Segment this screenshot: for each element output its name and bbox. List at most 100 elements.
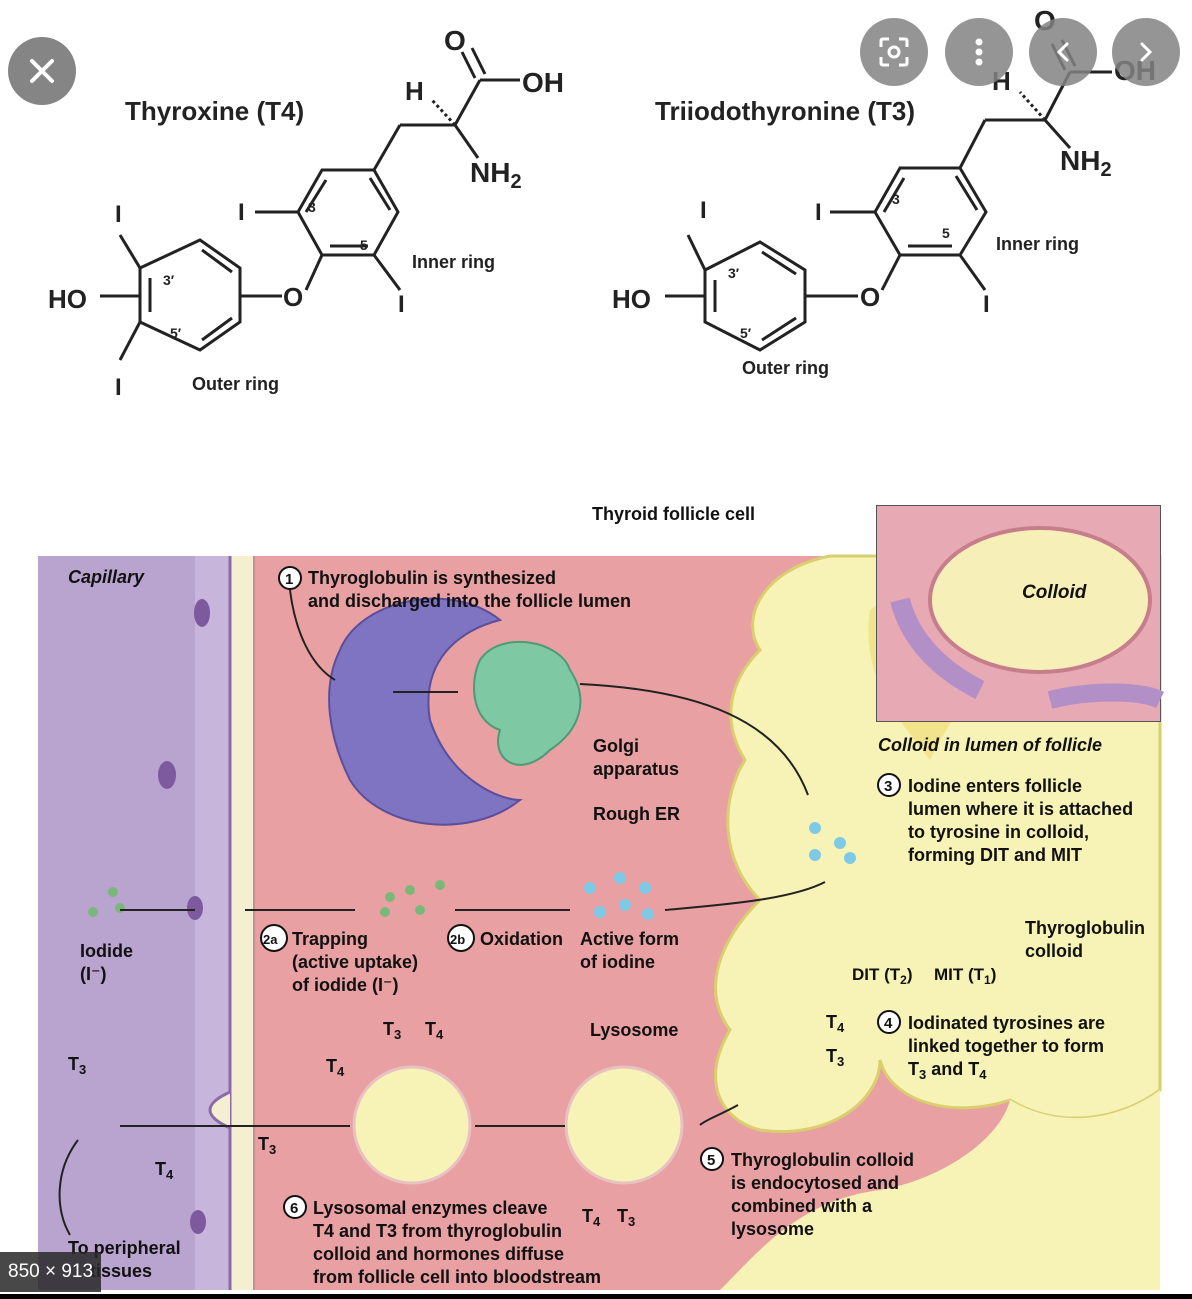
t4-pos5p: 5′ xyxy=(170,325,182,341)
step5-badge: 5 xyxy=(707,1152,715,1169)
step6-line3: colloid and hormones diffuse xyxy=(313,1244,564,1264)
label-rough-er: Rough ER xyxy=(593,804,680,824)
t3-title: Triiodothyronine (T3) xyxy=(655,96,915,126)
t4-iodine-bottom: I xyxy=(115,374,122,401)
step-number-badges: 1 2a 2b 3 4 5 6 xyxy=(260,566,901,1219)
step5-line3: combined with a xyxy=(731,1196,873,1216)
t3-pos5p: 5′ xyxy=(740,325,752,341)
step5-line2: is endocytosed and xyxy=(731,1173,899,1193)
step4-badge: 4 xyxy=(884,1015,893,1032)
t3-pos3: 3 xyxy=(892,191,900,207)
follicle-diagram: Thyroid follicle cell Colloid Colloid in… xyxy=(38,504,1165,1290)
chevron-right-icon xyxy=(1140,42,1153,62)
step4-line2: linked together to form xyxy=(908,1036,1104,1056)
t4-ether-o: O xyxy=(283,282,303,312)
label-colloid: Colloid xyxy=(1022,582,1087,603)
label-t4-cell: T4 xyxy=(326,1056,345,1079)
step1-line2: and discharged into the follicle lumen xyxy=(308,591,631,611)
next-image-button[interactable] xyxy=(1112,18,1180,86)
label-t4-colloid: T4 xyxy=(826,1012,845,1035)
step6-badge: 6 xyxy=(290,1200,298,1217)
iodide-dots xyxy=(88,880,445,917)
step4-line1: Iodinated tyrosines are xyxy=(908,1013,1105,1033)
more-options-button[interactable] xyxy=(945,18,1013,86)
dit-label: DIT (T2) xyxy=(852,965,913,987)
lens-search-button[interactable] xyxy=(860,18,928,86)
step6-line1: Lysosomal enzymes cleave xyxy=(313,1198,547,1218)
active-form-1: Active form xyxy=(580,929,679,949)
label-lysosome: Lysosome xyxy=(590,1020,678,1040)
more-vertical-icon xyxy=(975,38,983,66)
t4-carbonyl-o: O xyxy=(444,25,466,56)
t4-h: H xyxy=(405,76,424,106)
active-iodine-dots xyxy=(584,822,856,920)
step2a-line2: (active uptake) xyxy=(292,952,418,972)
t3-outer-ring: Outer ring xyxy=(742,358,829,378)
t4-iodine-inner3: I xyxy=(238,199,245,226)
label-golgi-2: apparatus xyxy=(593,759,679,779)
step4-line3: T3 and T4 xyxy=(908,1059,987,1082)
step1-badge: 1 xyxy=(285,571,293,588)
close-icon xyxy=(30,59,54,83)
active-form-2: of iodine xyxy=(580,952,655,972)
t4-iodine-top: I xyxy=(115,201,122,228)
to-peripheral-2: tissues xyxy=(90,1261,152,1281)
t4-structure xyxy=(100,47,520,361)
step2a-badge: 2a xyxy=(263,932,278,947)
label-t3-colloid: T3 xyxy=(826,1046,844,1069)
label-capillary: Capillary xyxy=(68,567,145,587)
step3-line2: lumen where it is attached xyxy=(908,799,1133,819)
rough-er xyxy=(328,597,523,826)
t4-labels: Thyroxine (T4) HO I I I I O 3′ 5′ 3 5 In… xyxy=(48,25,564,401)
step5-line4: lysosome xyxy=(731,1219,814,1239)
t3-pos5: 5 xyxy=(942,225,950,241)
image-size-badge: 850 × 913 xyxy=(0,1252,102,1292)
t3-iodine-top: I xyxy=(700,197,707,224)
step3-line4: forming DIT and MIT xyxy=(908,845,1082,865)
close-button[interactable] xyxy=(8,37,76,105)
t3-nh2: NH2 xyxy=(1060,145,1112,181)
t4-oh: OH xyxy=(522,67,564,98)
label-t4-lyso: T4 xyxy=(425,1019,444,1042)
structures-panel xyxy=(0,0,1192,460)
step3-line1: Iodine enters follicle xyxy=(908,776,1082,796)
lysosome-left xyxy=(352,1065,472,1185)
t4-pos3: 3 xyxy=(308,199,316,215)
label-t3-capillary: T3 xyxy=(68,1054,86,1077)
step6-line2: T4 and T3 from thyroglobulin xyxy=(313,1221,562,1241)
previous-image-button[interactable] xyxy=(1029,18,1097,86)
t3-pos3p: 3′ xyxy=(728,265,740,281)
step2a-line3: of iodide (I⁻) xyxy=(292,975,398,995)
mit-label: MIT (T1) xyxy=(934,965,996,987)
t3-ether-o: O xyxy=(860,282,880,312)
label-t3-lyso: T3 xyxy=(383,1019,401,1042)
t4-pos5: 5 xyxy=(360,237,368,253)
label-thyroid-follicle-cell: Thyroid follicle cell xyxy=(592,504,755,524)
t3-iodine-inner5: I xyxy=(983,291,990,318)
t4-pos3p: 3′ xyxy=(163,272,175,288)
label-iodide: Iodide xyxy=(80,941,133,961)
label-t4-capillary: T4 xyxy=(155,1159,174,1182)
step5-line1: Thyroglobulin colloid xyxy=(731,1150,914,1170)
label-colloid-in-lumen: Colloid in lumen of follicle xyxy=(878,735,1102,755)
t4-ho: HO xyxy=(48,284,87,314)
label-t3-lyso-right: T3 xyxy=(617,1206,635,1229)
step2b-line1: Oxidation xyxy=(480,929,563,949)
t4-outer-ring: Outer ring xyxy=(192,374,279,394)
t4-iodine-inner5: I xyxy=(398,291,405,318)
t3-inner-ring: Inner ring xyxy=(996,234,1079,254)
label-iodide-formula: (I⁻) xyxy=(80,964,107,984)
t4-nh2: NH2 xyxy=(470,157,522,193)
golgi-apparatus xyxy=(473,640,582,766)
label-t3-cell: T3 xyxy=(258,1134,276,1157)
process-arrows xyxy=(58,589,826,1236)
thyroglobulin-2: colloid xyxy=(1025,941,1083,961)
step3-line3: to tyrosine in colloid, xyxy=(908,822,1089,842)
label-t4-lyso-right: T4 xyxy=(582,1206,601,1229)
lens-icon xyxy=(879,37,909,67)
t4-title: Thyroxine (T4) xyxy=(125,96,304,126)
step2b-badge: 2b xyxy=(450,932,465,947)
step1-line1: Thyroglobulin is synthesized xyxy=(308,568,556,588)
